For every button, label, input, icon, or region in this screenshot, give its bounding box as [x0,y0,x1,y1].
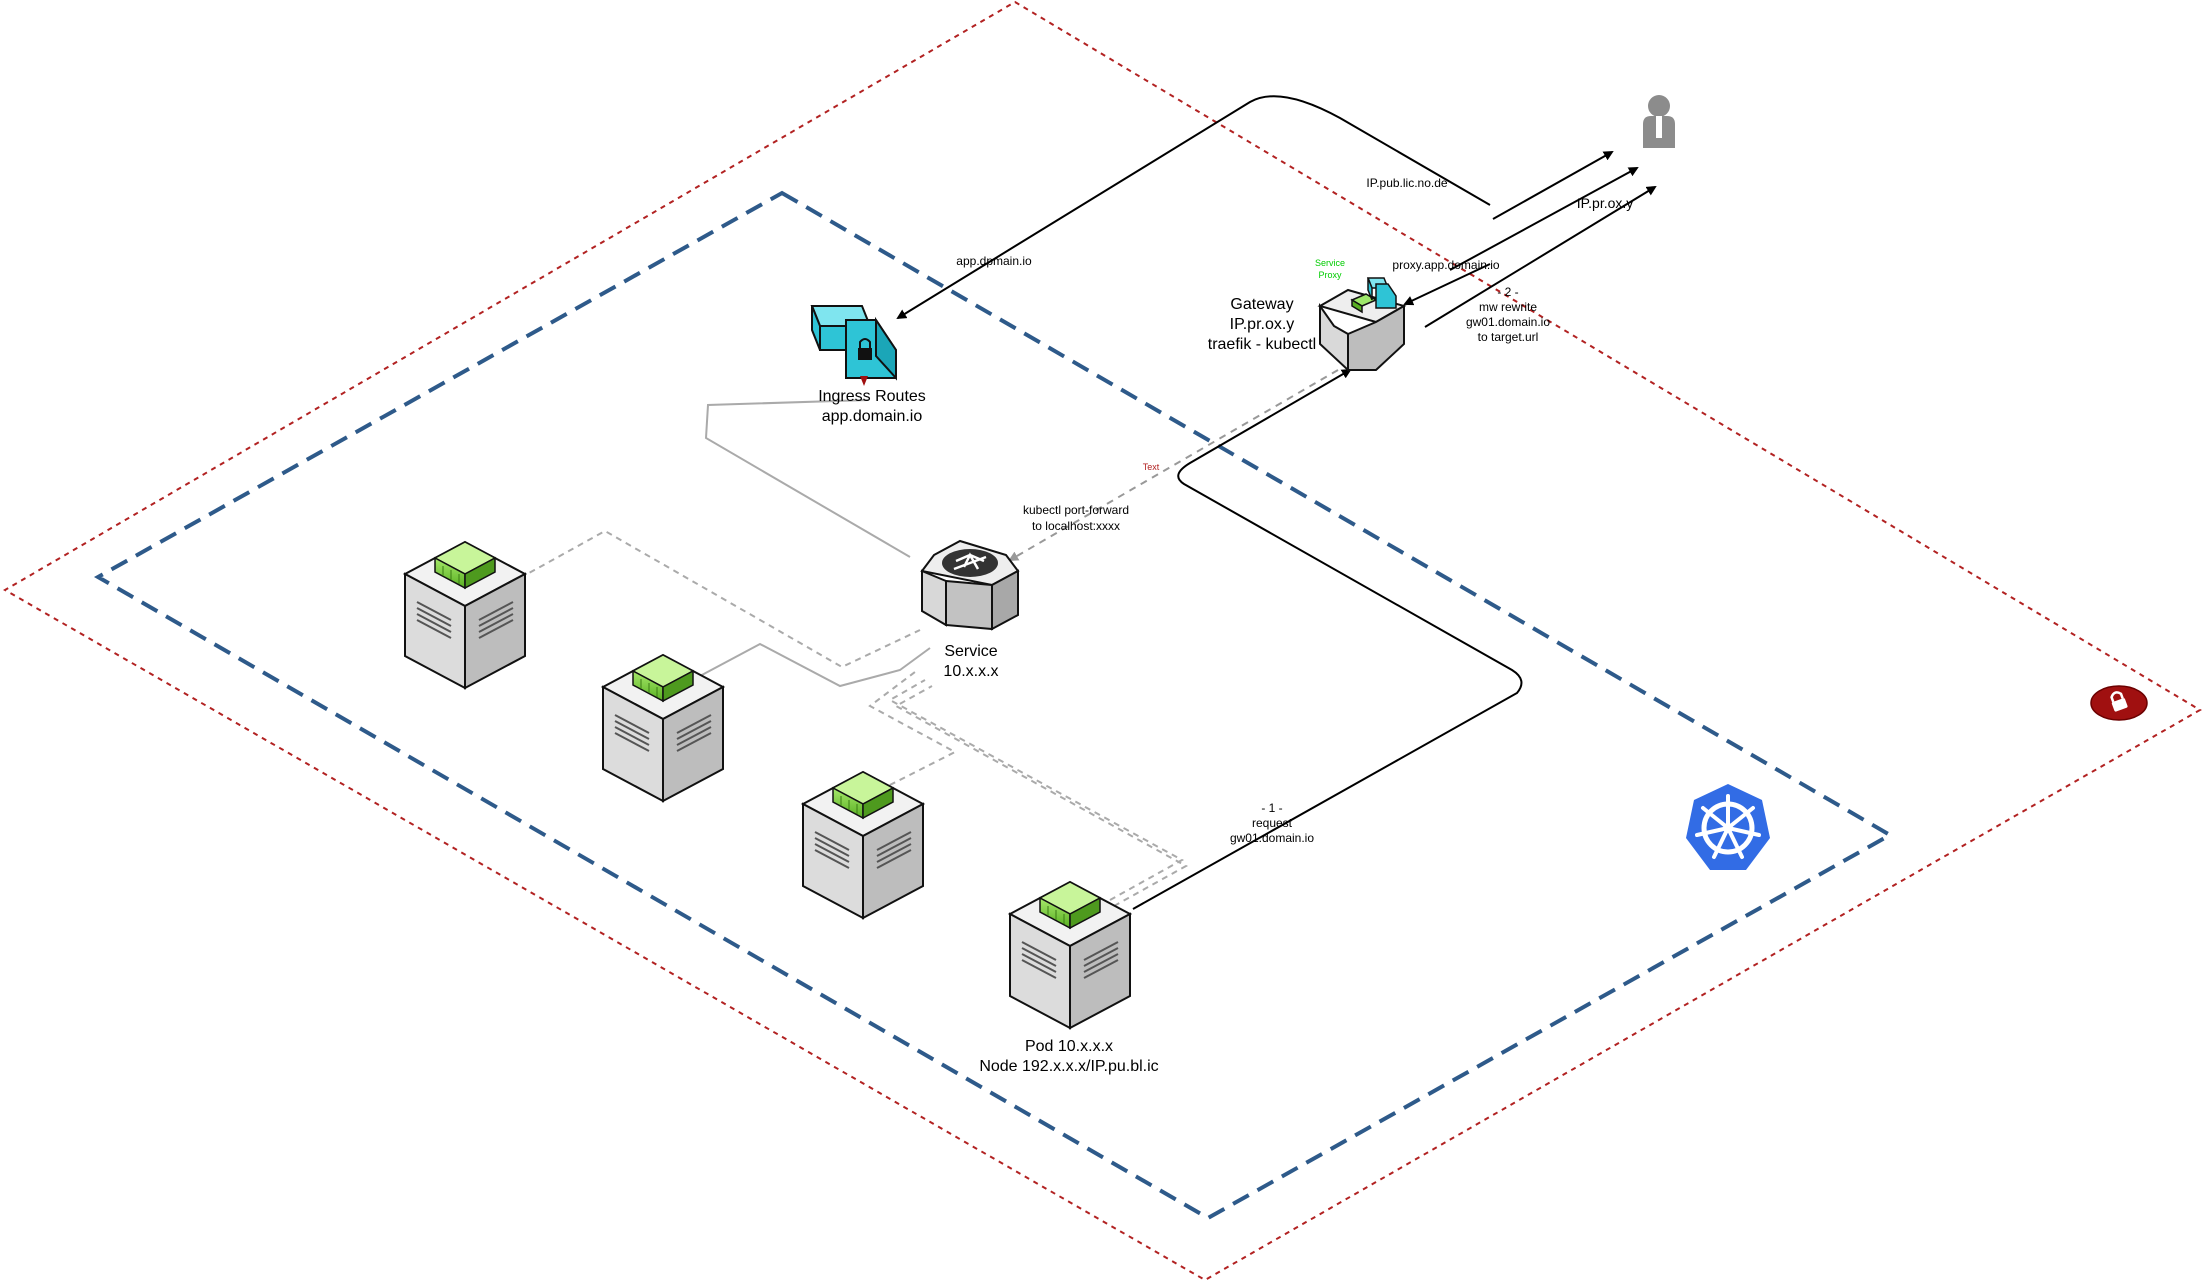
ingress-label-line1: Ingress Routes [818,388,926,405]
step2-label-line3: gw01.domain.io [1466,315,1550,329]
pod2-service-connector [699,642,931,688]
pod-label-line1: Pod 10.x.x.x [1025,1038,1113,1055]
step2-label-line1: - 2 - [1497,285,1518,299]
step1-label-line3: gw01.domain.io [1230,831,1314,845]
ip-proxy-label: IP.pr.ox.y [1577,195,1634,211]
step2-label-line2: mw rewrite [1479,300,1537,314]
pod-server-icon[interactable] [404,541,526,689]
step1-label-line2: request [1252,816,1293,830]
step2-label-line4: to target.url [1478,330,1539,344]
proxy-app-domain-label: proxy.app.domain.io [1392,258,1500,272]
service-label-line2: 10.x.x.x [943,663,998,680]
service-proxy-label-line1: Service [1315,258,1345,268]
gateway-icon[interactable] [1317,277,1407,373]
step1-request-arrow [1132,368,1523,910]
ip-public-node-label: IP.pub.lic.no.de [1366,176,1448,190]
app-dpmain-label: app.dpmain.io [956,254,1032,268]
text-placeholder-label: Text [1143,462,1160,472]
pod-server-icon[interactable] [802,771,924,919]
app-dpmain-arrow [896,95,1491,320]
pod-label-line2: Node 192.x.x.x/IP.pu.bl.ic [979,1058,1158,1075]
pod3-service-dashed-connector [868,671,958,791]
pod4-service-dashed-connector [887,679,1185,901]
service-icon[interactable] [920,539,1020,631]
pod1-service-dashed-connector [519,529,921,669]
step1-label-line1: - 1 - [1261,801,1282,815]
ingress-service-connector [704,399,911,558]
pod-server-icon[interactable] [1009,881,1131,1029]
service-proxy-label-line2: Proxy [1318,270,1342,280]
pod-server-icon[interactable] [602,654,724,802]
proxy-app-domain-arrow [1403,263,1491,306]
pod4-service-dashed-connector-2 [893,685,1189,907]
user-icon [1643,95,1675,148]
ip-public-node-arrow [1492,151,1614,220]
port-forward-label-line2: to localhost:xxxx [1032,519,1120,533]
service-label-line1: Service [944,643,997,660]
port-forward-label-line1: kubectl port-forward [1023,503,1129,517]
gateway-label-line1: Gateway [1230,296,1293,313]
kubernetes-cluster-boundary [93,190,1895,1221]
lock-badge-icon [2090,685,2148,721]
gateway-label-line3: traefik - kubectl [1208,336,1316,353]
ingress-label-line2: app.domain.io [822,408,923,425]
ingress-routes-icon[interactable] [810,305,897,386]
gateway-label-line2: IP.pr.ox.y [1230,316,1295,333]
outer-network-boundary [3,0,2202,1282]
kubernetes-icon [1686,784,1770,870]
ip-proxy-arrow [1449,167,1639,271]
step2-return-arrow [1424,185,1657,328]
port-forward-dashed-arrow [1008,369,1339,562]
